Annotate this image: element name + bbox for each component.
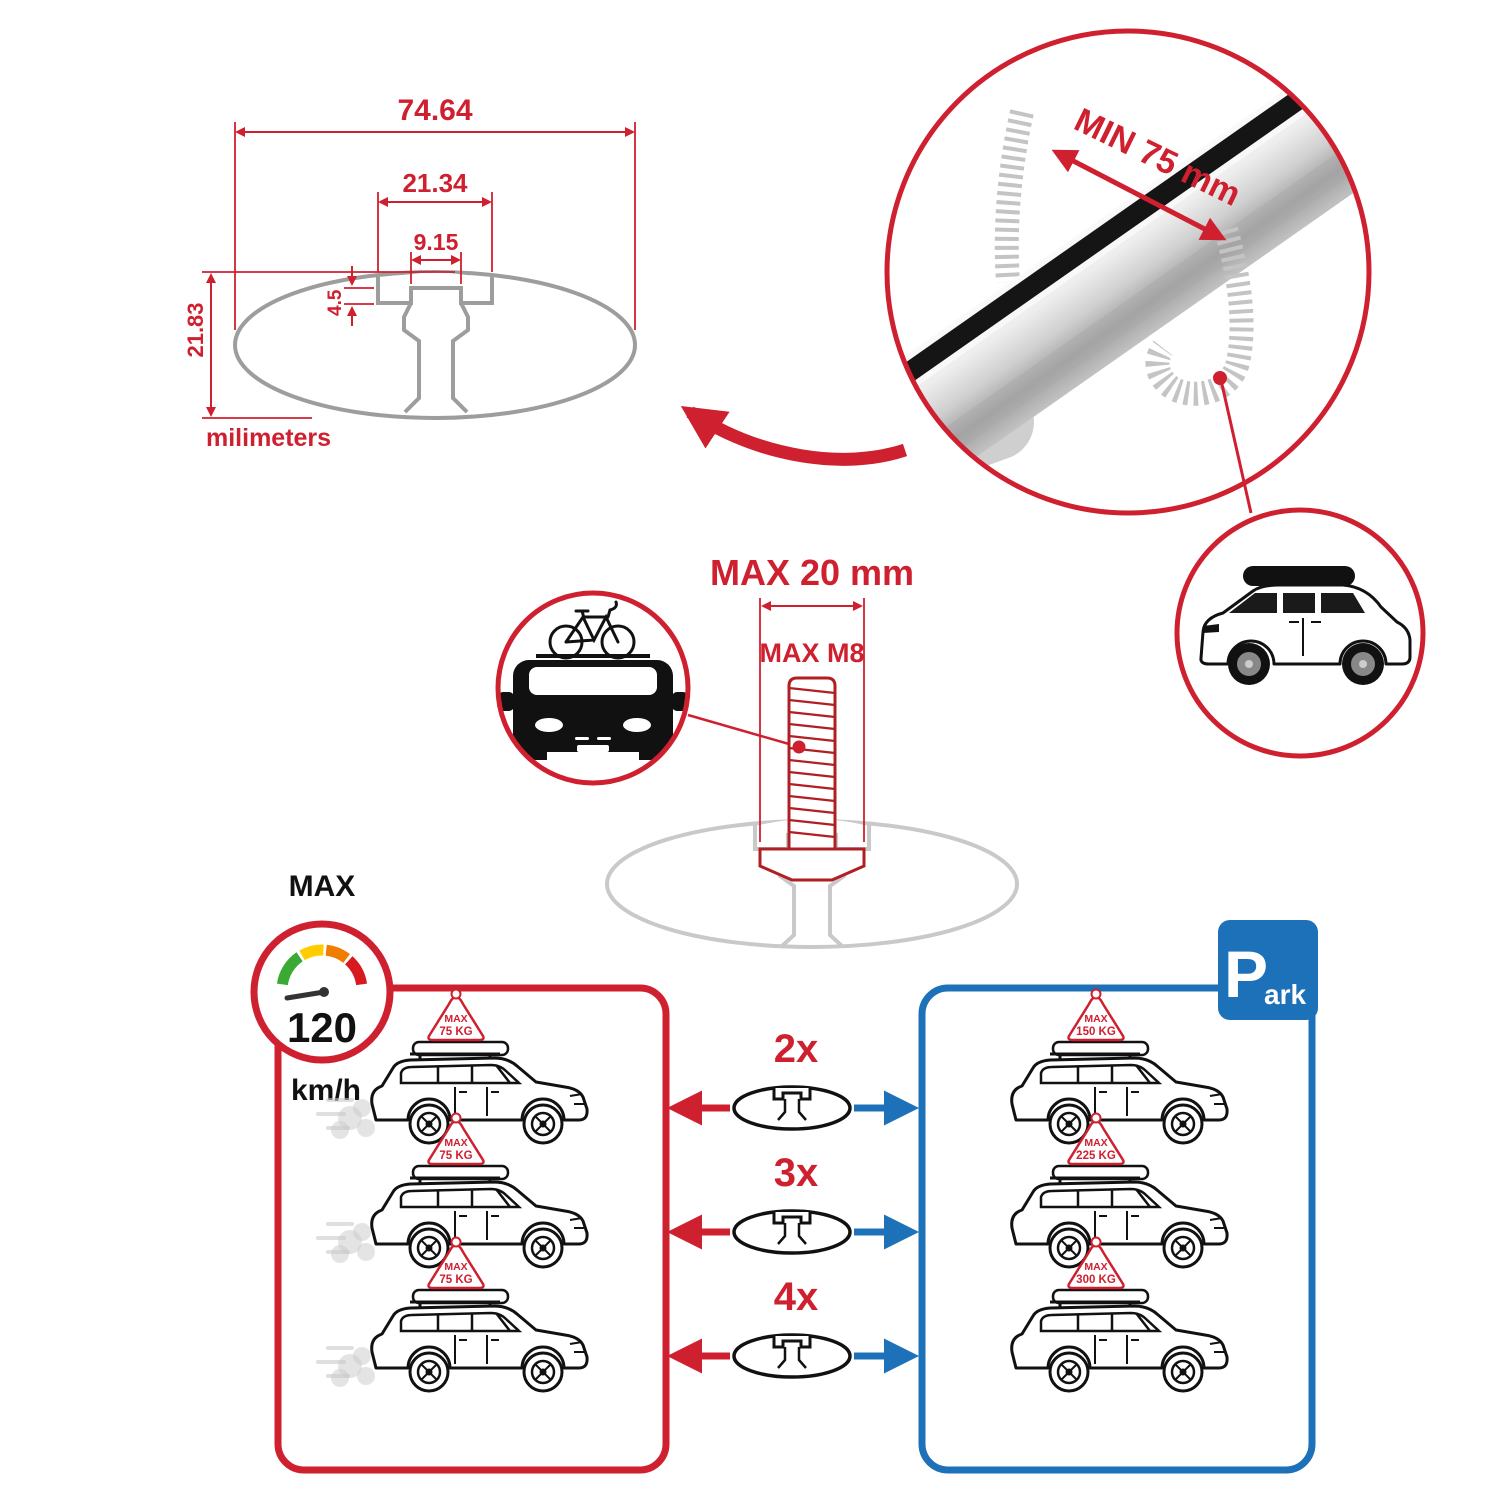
speed-limit-gauge: MAX 120 km/h [250,870,394,1107]
parked-car: MAX 150 KG [1010,988,1229,1145]
profile-stem-left [402,302,421,414]
crossbar-profile-icon [732,1333,852,1379]
crossbar-profile-icon [732,1085,852,1131]
load-tag-weight-label: 75 KG [439,1150,472,1162]
load-tag-weight-label: 150 KG [1076,1026,1116,1038]
load-tag-weight-label: 225 KG [1076,1150,1116,1162]
bolt-leader-line [687,713,797,748]
detail-circle-outline [884,28,1372,516]
dim-slot-outer-width: 21.34 [377,168,493,272]
bike-car-circle [495,590,691,786]
load-tag-weight-label: 300 KG [1076,1274,1116,1286]
parking-sign-letter: P [1224,937,1268,1011]
speed-max-label: MAX [289,870,356,903]
profile-slot [376,277,494,305]
unit-label: milimeters [206,424,331,452]
profile-stem-right [451,302,470,414]
crossbar-profile-icon [732,1209,852,1255]
speed-value: 120 [287,1004,357,1051]
circle-connector-line [1219,379,1253,514]
parking-sign-suffix: ark [1264,979,1306,1010]
crossbar-count-label: 2x [774,1027,819,1071]
bolt-head [758,847,866,882]
bolt-diagram: MAX 20 mm MAX M8 [605,552,1019,949]
dim-slot-inner-width: 9.15 [410,229,462,284]
dim-total-width-label: 74.64 [397,94,472,127]
bolt-illustration [758,676,866,882]
multiplier-row-1: 2x [667,1027,919,1131]
roofbox-circle-outline [1174,507,1426,759]
max-length-label: MAX 20 mm [710,552,914,593]
parked-car: MAX 300 KG [1010,1236,1229,1393]
bar-end-cap [887,394,924,505]
dim-lip-height: 4.5 [325,266,374,326]
parked-car: MAX 225 KG [1010,1112,1229,1269]
dim-slot-outer-label: 21.34 [402,168,468,198]
load-tag-weight-label: 75 KG [439,1026,472,1038]
load-tag-max-label: MAX [1084,1013,1107,1025]
clamp-point-dot [1213,371,1227,385]
load-tag-max-label: MAX [1084,1137,1107,1149]
cross-section-drawing: 74.64 21.34 9.15 4.5 21.83 milimeters [183,94,637,452]
bolt-point-dot [792,740,806,754]
crossbar-detail-circle: MIN 75 mm [884,28,1372,516]
load-tag-weight-label: 75 KG [439,1274,472,1286]
crossbar-count-label: 4x [774,1275,819,1319]
parking-sign: P ark [1218,920,1318,1020]
driving-car: MAX 75 KG [316,1112,589,1269]
load-tag-max-label: MAX [444,1261,467,1273]
bike-circle-outline [495,590,691,786]
dim-lip-height-label: 4.5 [325,289,346,316]
car-front-illustration [498,654,688,760]
speed-unit: km/h [291,1074,361,1107]
dim-slot-inner-label: 9.15 [414,229,459,255]
load-tag-max-label: MAX [1084,1261,1107,1273]
min-span-arrow [1051,149,1227,241]
driving-car: MAX 75 KG [316,1236,589,1393]
bolt-dimension-lines [759,598,865,842]
max-thread-label: MAX M8 [759,638,864,668]
dim-total-height-label: 21.83 [183,302,208,357]
load-tag-max-label: MAX [444,1137,467,1149]
roof-box [1243,566,1355,586]
load-tag-max-label: MAX [444,1013,467,1025]
clamp-strap-left [994,109,1034,283]
dim-total-height: 21.83 [183,271,455,419]
multiplier-row-3: 4x [667,1275,919,1379]
gauge-needle [284,989,327,1001]
suv-illustration [1199,566,1412,685]
roofbox-car-circle [1174,507,1426,759]
dim-total-width: 74.64 [234,94,636,330]
detail-callout-arrow [680,405,908,466]
crossbar-count-label: 3x [774,1151,819,1195]
driving-car: MAX 75 KG [316,988,589,1145]
multiplier-row-2: 3x [667,1151,919,1255]
